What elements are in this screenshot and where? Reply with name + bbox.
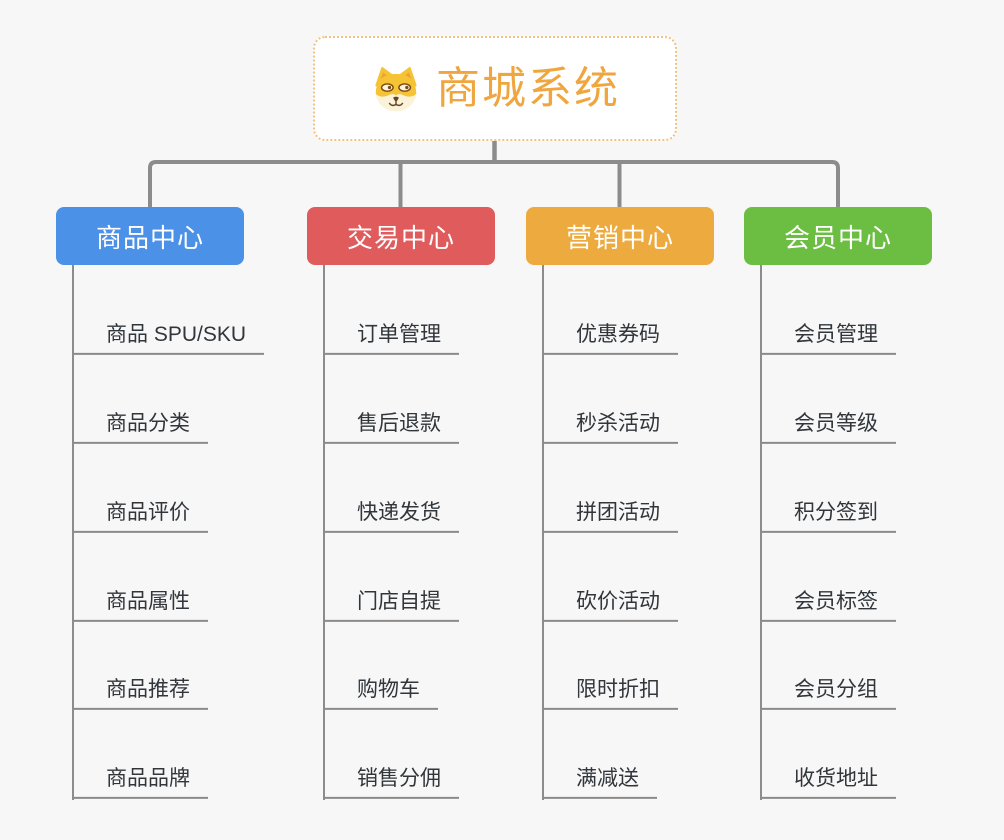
subtopic-item[interactable]: 销售分佣 — [324, 767, 459, 799]
subtopic-item[interactable]: 快递发货 — [324, 501, 459, 533]
subtopic-item[interactable]: 积分签到 — [761, 501, 896, 533]
subtopic-item[interactable]: 商品 SPU/SKU — [73, 323, 265, 355]
dog-face-icon — [375, 66, 417, 111]
subtopic-item[interactable]: 会员等级 — [761, 412, 896, 444]
branch-topic-member-center[interactable]: 会员中心 — [744, 207, 932, 265]
branch-topic-product-center[interactable]: 商品中心 — [56, 207, 244, 265]
branch-topic-trade-center[interactable]: 交易中心 — [307, 207, 495, 265]
branch-product-center: 商品中心 商品 SPU/SKU 商品分类 商品评价 商品属性 商品推荐 商品品牌 — [56, 207, 265, 807]
subtopic-item[interactable]: 商品属性 — [73, 590, 208, 622]
branch-trade-center: 交易中心 订单管理 售后退款 快递发货 门店自提 购物车 销售分佣 — [307, 207, 495, 807]
subtopic-item[interactable]: 商品推荐 — [73, 678, 208, 710]
root-topic-title: 商城系统 — [436, 63, 620, 113]
subtopic-item[interactable]: 商品分类 — [73, 412, 208, 444]
subtopic-item[interactable]: 门店自提 — [324, 590, 459, 622]
subtopic-item[interactable]: 秒杀活动 — [543, 412, 678, 444]
subtopic-item[interactable]: 拼团活动 — [543, 501, 678, 533]
subtopic-item[interactable]: 满减送 — [543, 767, 657, 799]
subtopic-item[interactable]: 优惠券码 — [543, 323, 678, 355]
root-topic[interactable]: 商城系统 — [313, 36, 677, 141]
subtopic-item[interactable]: 购物车 — [324, 678, 438, 710]
subtopic-item[interactable]: 商品评价 — [73, 501, 208, 533]
branch-marketing-center: 营销中心 优惠券码 秒杀活动 拼团活动 砍价活动 限时折扣 满减送 — [526, 207, 714, 807]
subtopic-item[interactable]: 售后退款 — [324, 412, 459, 444]
branch-bus — [148, 160, 840, 207]
subtopic-item[interactable]: 商品品牌 — [73, 767, 208, 799]
subtopic-item[interactable]: 收货地址 — [761, 767, 896, 799]
subtopic-item[interactable]: 砍价活动 — [543, 590, 678, 622]
subtopic-item[interactable]: 限时折扣 — [543, 678, 678, 710]
subtopic-item[interactable]: 会员分组 — [761, 678, 896, 710]
branch-member-center: 会员中心 会员管理 会员等级 积分签到 会员标签 会员分组 收货地址 — [744, 207, 932, 807]
subtopic-item[interactable]: 会员管理 — [761, 323, 896, 355]
subtopic-item[interactable]: 订单管理 — [324, 323, 459, 355]
subtopic-item[interactable]: 会员标签 — [761, 590, 896, 622]
branch-topic-marketing-center[interactable]: 营销中心 — [526, 207, 714, 265]
